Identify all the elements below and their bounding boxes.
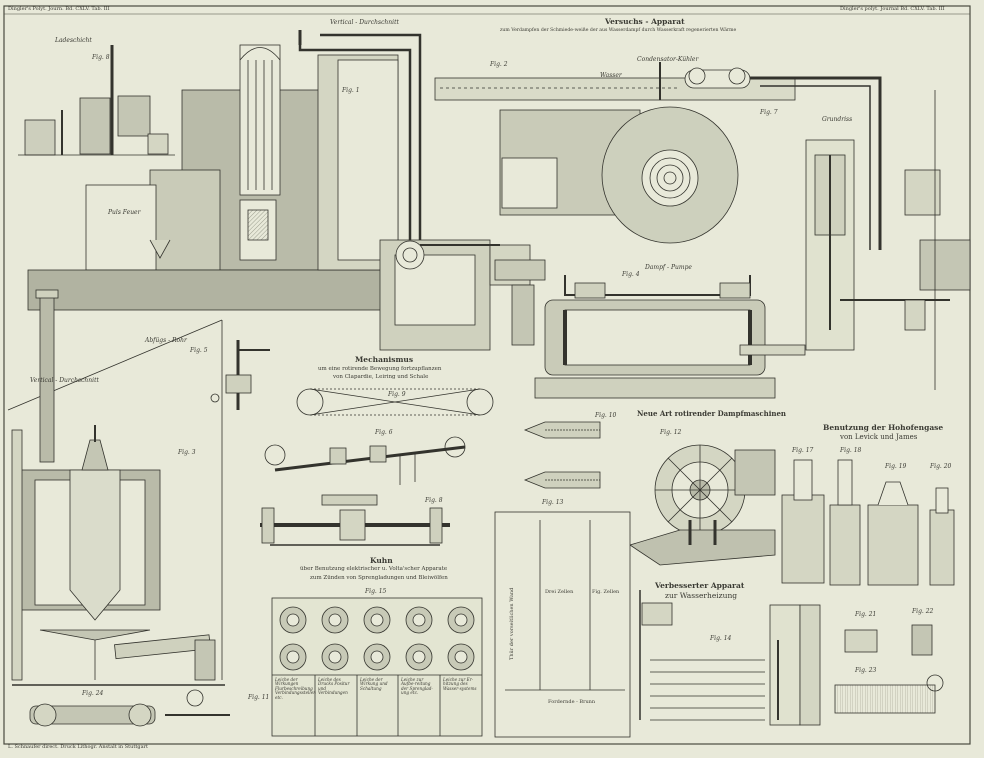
fig1-furnace-section bbox=[27, 30, 422, 311]
mech-sub1: um eine rotirende Bewegung fortzupflanze… bbox=[318, 366, 442, 372]
fig3-boiler-section bbox=[7, 289, 225, 686]
fig14-water-heater bbox=[639, 590, 821, 726]
label-fig18: Fig. 18 bbox=[840, 447, 862, 454]
label-fig24: Fig. 24 bbox=[82, 690, 104, 697]
label-fig3: Fig. 3 bbox=[178, 449, 196, 456]
label-fig21: Fig. 21 bbox=[855, 611, 877, 618]
fig11-chamber-panel bbox=[494, 511, 631, 738]
label-fig19: Fig. 19 bbox=[885, 463, 907, 470]
label-fordernde: Fordernde - Brunn bbox=[548, 699, 596, 705]
verbessert-title: Verbesserter Apparat bbox=[655, 581, 745, 590]
label-fig2: Fig. 2 bbox=[490, 61, 508, 68]
label-ladeschicht: Ladeschicht bbox=[55, 37, 92, 44]
label-condensator: Condensator-Kühler bbox=[637, 56, 699, 63]
label-grundriss: Grundriss bbox=[822, 116, 853, 123]
label-fig9: Fig. 9 bbox=[388, 391, 406, 398]
label-vertical-left: Vertical - Durchschnitt bbox=[30, 377, 99, 384]
label-fig8-top: Fig. 8 bbox=[92, 54, 110, 61]
versuch-subtitle: zum Verdampfen der Schmiede-weiße der au… bbox=[500, 28, 737, 33]
header-right: Dingler's polyt. Journal Bd. CXLV. Tab. … bbox=[840, 6, 945, 12]
fig2-plan-view bbox=[434, 62, 882, 250]
kuhn-title: Kuhn bbox=[370, 556, 393, 565]
benutzung-title: Benutzung der Hohofengase bbox=[823, 423, 944, 432]
fig17-21-blast-furnace-gas bbox=[781, 459, 955, 586]
label-fig4: Fig. 4 bbox=[622, 271, 640, 278]
label-fig17: Fig. 17 bbox=[792, 447, 814, 454]
label-fig10: Fig. 10 bbox=[595, 412, 617, 419]
fig4-steam-cylinder bbox=[534, 275, 806, 399]
plate-frame bbox=[3, 5, 971, 745]
label-fig6: Fig. 6 bbox=[375, 429, 393, 436]
mech-sub2: von Clapardie, Leiring und Schale bbox=[333, 374, 429, 380]
fig6-shaft-assembly bbox=[264, 436, 466, 485]
label-fig1: Fig. 1 bbox=[342, 87, 360, 94]
fig8-frame bbox=[260, 494, 450, 546]
kuhn-sub2: zum Zünden von Sprengladungen und Bleiwö… bbox=[310, 575, 448, 581]
fig12-rotary-engine bbox=[629, 444, 776, 566]
label-fig5: Fig. 5 bbox=[190, 347, 208, 354]
label-fig7: Fig. 7 bbox=[760, 109, 778, 116]
neue-art-title: Neue Art rotirender Dampfmaschinen bbox=[637, 409, 787, 418]
label-abfuehr: Abfügs - Rohr bbox=[145, 337, 187, 344]
fig16-coupling bbox=[29, 689, 230, 727]
pump-assembly bbox=[379, 239, 546, 351]
table-cell-1: Leiche der Wirkungen Flurbeschreibung Ve… bbox=[275, 677, 316, 700]
label-puls-feuer: Puls Feuer bbox=[108, 209, 141, 216]
table-cell-3: Leiche der Wirkung und Schaltung bbox=[360, 677, 388, 691]
label-dampf-pumpe: Dampf - Pumpe bbox=[645, 264, 692, 271]
label-fig22: Fig. 22 bbox=[912, 608, 934, 615]
label-vertical-top: Vertical - Durchschnitt bbox=[330, 19, 399, 26]
verbessert-sub: zur Wasserheizung bbox=[665, 591, 738, 600]
label-fig13: Fig. 13 bbox=[542, 499, 564, 506]
fig9-pulley-belt bbox=[296, 388, 494, 416]
table-cell-5: Leiche zur Er-hitzung des Wasser-systems bbox=[443, 677, 477, 691]
label-fig23: Fig. 23 bbox=[855, 667, 877, 674]
fig7-vertical-engine bbox=[805, 90, 971, 390]
label-fig8b: Fig. 8 bbox=[425, 497, 443, 504]
table-cell-2: Leiche des Drucks Positur und Verbindung… bbox=[318, 677, 350, 696]
imprint: L. Schnaufer direct. Druck Lithogr. Anst… bbox=[8, 744, 148, 750]
label-fig11: Fig. 11 bbox=[248, 694, 270, 701]
label-wasser: Wasser bbox=[600, 72, 622, 79]
fig8-containers bbox=[18, 45, 175, 156]
benutzung-sub: von Levick und James bbox=[840, 433, 918, 441]
label-fig12: Fig. 12 bbox=[660, 429, 682, 436]
kuhn-sub1: über Benutzung elektrischer u. Volta'sch… bbox=[300, 566, 448, 572]
versuch-title: Versuchs - Apparat bbox=[605, 17, 685, 26]
table-cell-4: Leiche zur Aufbe-reitung der Sprenglad-u… bbox=[401, 677, 433, 696]
fig5-valve bbox=[210, 340, 270, 410]
fig22-25-parts bbox=[834, 624, 944, 714]
label-fig14: Fig. 14 bbox=[710, 635, 732, 642]
label-fig-zellen: Fig. Zellen bbox=[592, 589, 620, 595]
fig15-coils bbox=[279, 606, 475, 671]
label-fig15: Fig. 15 bbox=[365, 588, 387, 595]
label-thuer: Thür der vorseitlichen Wand bbox=[509, 587, 515, 660]
label-drei-zellen: Drei Zellen bbox=[545, 589, 574, 595]
header-left: Dingler's Polyt. Journ. Bd. CXLV. Tab. I… bbox=[8, 6, 110, 12]
label-fig20: Fig. 20 bbox=[930, 463, 952, 470]
mech-title: Mechanismus bbox=[355, 355, 414, 364]
fig10-nozzles bbox=[523, 421, 601, 489]
